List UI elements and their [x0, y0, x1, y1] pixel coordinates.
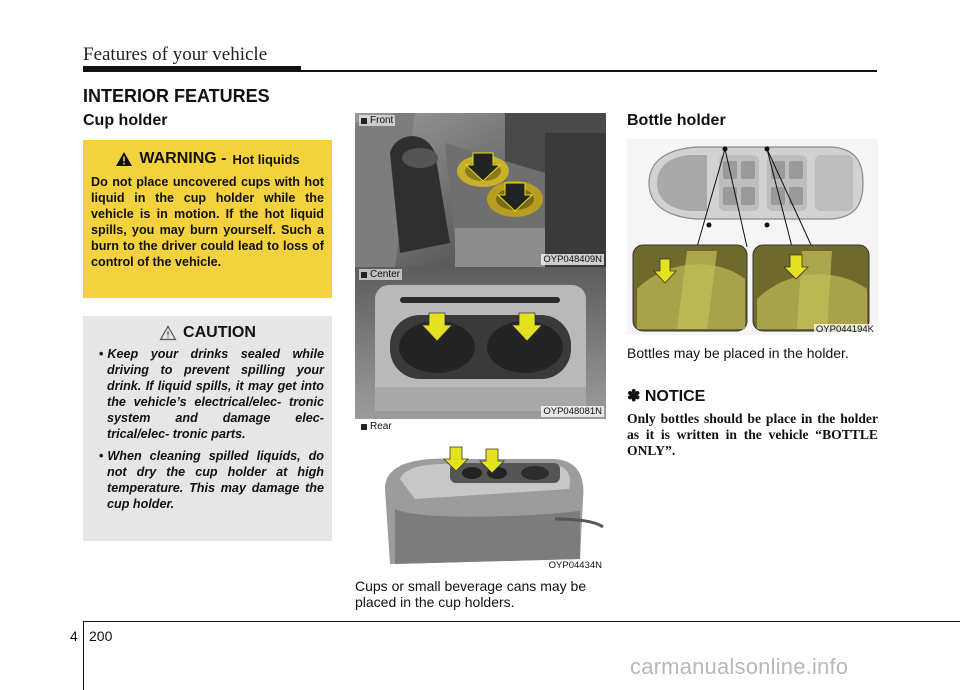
photo-code: OYP04434N [546, 560, 604, 571]
caution-label: CAUTION [183, 324, 256, 341]
notice-text: Only bottles should be place in the hold… [627, 411, 878, 458]
caution-list: Keep your drinks sealed while driving to… [91, 346, 324, 512]
photo-tag: Front [359, 115, 396, 126]
photo-bottle-holder: OYP044194K [627, 139, 878, 335]
section-title: INTERIOR FEATURES [83, 86, 270, 106]
photo-tag: Center [359, 269, 403, 280]
center-console-illustration [355, 267, 606, 419]
caution-item: Keep your drinks sealed while driving to… [91, 346, 324, 442]
watermark: carmanualsonline.info [630, 654, 849, 679]
tag-square-icon [361, 117, 367, 124]
footer-rule-horizontal [83, 621, 960, 622]
bottle-holder-caption: Bottles may be placed in the holder. [627, 345, 849, 361]
warning-label: WARNING - [139, 150, 227, 167]
warning-triangle-icon [116, 152, 133, 166]
tag-square-icon [361, 271, 367, 278]
footer-rule-vertical [83, 621, 84, 690]
photo-front-cup-holder: Front OYP048409N [355, 113, 606, 267]
header-rule-thin [301, 70, 877, 72]
caution-heading: CAUTION [91, 324, 324, 342]
bottle-holder-title: Bottle holder [627, 112, 726, 129]
caution-triangle-icon [159, 325, 177, 341]
warning-text: Do not place uncovered cups with hot liq… [91, 175, 324, 269]
footer-chapter-number: 4 [70, 628, 78, 644]
photo-code: OYP048081N [541, 406, 604, 417]
rear-armrest-illustration [355, 419, 606, 573]
bottle-holder-illustration [627, 139, 878, 335]
warning-heading: WARNING - Hot liquids [91, 150, 324, 168]
caution-box: CAUTION Keep your drinks sealed while dr… [83, 316, 332, 541]
photo-code: OYP048409N [541, 254, 604, 265]
photo-code: OYP044194K [813, 324, 876, 335]
cup-holder-caption: Cups or small beverage cans may be place… [355, 578, 587, 610]
notice-title: ✽ NOTICE [627, 388, 706, 405]
footer-page-number: 200 [89, 628, 113, 644]
caution-item: When cleaning spilled liquids, do not dr… [91, 448, 324, 512]
header-rule-thick [83, 66, 301, 72]
photo-tag: Rear [359, 421, 394, 432]
photo-center-cup-holder: Center OYP048081N [355, 267, 606, 419]
header-title: Features of your vehicle [83, 44, 268, 65]
tag-square-icon [361, 423, 367, 430]
front-console-illustration [355, 113, 606, 267]
warning-box: WARNING - Hot liquids Do not place uncov… [83, 140, 332, 298]
photo-rear-cup-holder: Rear OYP04434N [355, 419, 606, 573]
cup-holder-title: Cup holder [83, 112, 168, 129]
warning-subject: Hot liquids [232, 151, 300, 167]
